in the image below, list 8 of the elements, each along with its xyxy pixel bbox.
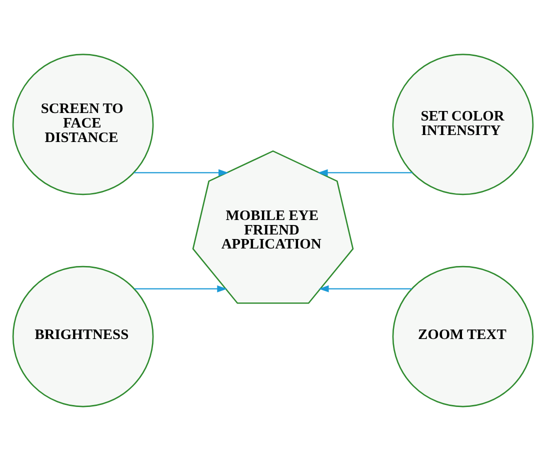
node-circle: SET COLOR INTENSITY bbox=[392, 54, 534, 196]
node-circle: ZOOM TEXT bbox=[392, 266, 534, 408]
node-circle: SCREEN TO FACE DISTANCE bbox=[12, 54, 154, 196]
arrow bbox=[318, 169, 412, 176]
arrow bbox=[134, 169, 229, 176]
arrow bbox=[134, 285, 228, 292]
node-circle: BRIGHTNESS bbox=[12, 266, 154, 408]
arrow bbox=[318, 285, 412, 292]
